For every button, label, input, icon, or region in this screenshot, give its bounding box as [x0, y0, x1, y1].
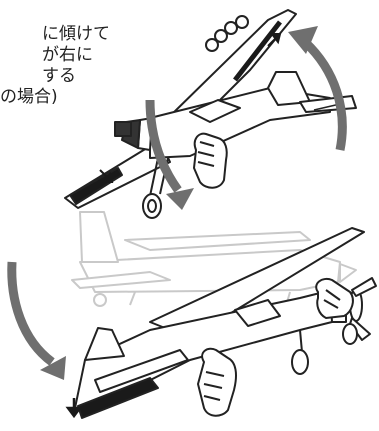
- small-arrow-icon: [65, 398, 83, 419]
- rotation-arrow-icon: [301, 38, 347, 151]
- caption-line: する: [42, 66, 76, 86]
- hand-icon: [315, 278, 354, 319]
- caption-line: の場合): [0, 87, 58, 107]
- rotation-arrow-icon: [145, 99, 182, 193]
- small-arrow-icon: [99, 33, 282, 183]
- rotation-arrow-icon: [40, 356, 66, 380]
- caption-line: に傾けて: [42, 24, 110, 44]
- hand-icon: [197, 347, 237, 417]
- rotation-arrow-icon: [7, 261, 55, 366]
- rotation-arrow-icon: [288, 26, 318, 54]
- caption-text: に傾けて が右に する の場合): [0, 24, 120, 108]
- hand-icon: [205, 15, 249, 52]
- hand-icon: [193, 132, 228, 189]
- rotation-arrow-icon: [166, 188, 194, 210]
- caption-line: が右に: [42, 45, 93, 65]
